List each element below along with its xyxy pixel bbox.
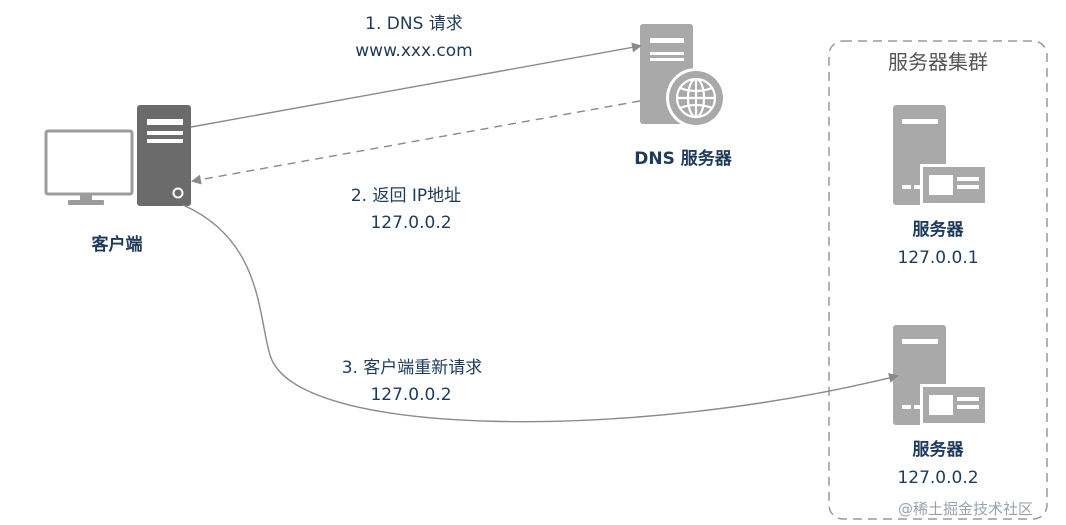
step2-ip: 127.0.0.2: [370, 213, 452, 233]
step3-ip: 127.0.0.2: [370, 385, 452, 405]
client-tower-icon: [137, 105, 191, 206]
watermark: @稀土掘金技术社区: [898, 500, 1034, 518]
dns-request-arrow: [190, 42, 642, 128]
server-1-ip: 127.0.0.1: [897, 248, 979, 268]
client-label: 客户端: [91, 235, 143, 255]
server-2-label: 服务器: [912, 440, 964, 460]
ip-response-arrow: [191, 100, 641, 185]
client-rerequest-arrow: [182, 204, 899, 423]
server-cluster-boundary: [828, 40, 1048, 520]
step2-label: 2. 返回 IP地址: [350, 186, 462, 206]
server-2-icon: [893, 325, 988, 426]
server-cluster-label: 服务器集群: [888, 50, 988, 74]
monitor-icon: [44, 129, 134, 205]
step1-domain: www.xxx.com: [355, 41, 473, 61]
dns-server-label: DNS 服务器: [634, 149, 732, 169]
server-2-ip: 127.0.0.2: [897, 468, 979, 488]
server-1-icon: [893, 105, 988, 206]
step3-label: 3. 客户端重新请求: [341, 358, 483, 378]
server-1-label: 服务器: [912, 220, 964, 240]
step1-label: 1. DNS 请求: [365, 14, 463, 34]
globe-icon: [669, 71, 723, 125]
